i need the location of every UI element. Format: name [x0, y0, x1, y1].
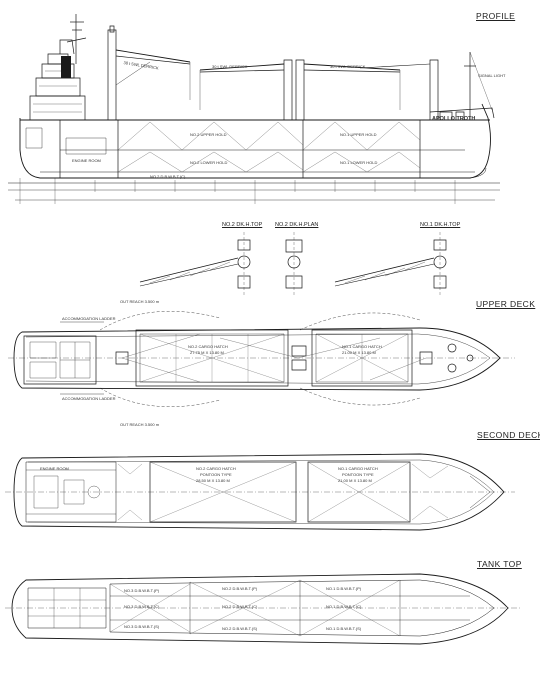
tank-label-1: NO.3 D.B.W.B.T.(P) [124, 588, 160, 593]
derrick-detail-views [140, 232, 446, 296]
outreach-stbd-label: OUT REACH 3.500 m [120, 422, 160, 427]
tank-label-5: NO.2 D.B.W.B.T.(C) [222, 604, 258, 609]
profile-title: PROFILE [476, 11, 516, 21]
upper-deck-plan [8, 311, 515, 407]
no1-lower-hold-label: NO.1 LOWER HOLD [340, 160, 378, 165]
outreach-port-label: OUT REACH 3.500 m [120, 299, 160, 304]
no2-upper-hold-label: NO.2 UPPER HOLD [190, 132, 227, 137]
second-deck-plan [5, 454, 515, 530]
no1-upper-hold-label: NO.1 UPPER HOLD [340, 132, 377, 137]
upper-hatch-2-label: NO.2 CARGO HATCH [188, 344, 228, 349]
second-hatch-1-label: NO.1 CARGO HATCH [338, 466, 378, 471]
tank-label-9: NO.1 D.B.W.B.T.(S) [326, 626, 362, 631]
tank-label-3: NO.1 D.B.W.B.T.(P) [326, 586, 362, 591]
upper-hatch-1-dim: 21.00 M X 13.80 M [342, 350, 376, 355]
no2-derrick-top-label: NO.2 DK.H.TOP [222, 222, 263, 228]
tank-label-2: NO.2 D.B.W.B.T.(P) [222, 586, 258, 591]
engine-room-label: ENGINE ROOM [72, 158, 101, 163]
no2-lower-hold-label: NO.2 LOWER HOLD [190, 160, 228, 165]
no1-derrick-top-label: NO.1 DK.H.TOP [420, 222, 461, 228]
tank-label-7: NO.3 D.B.W.B.T.(S) [124, 624, 160, 629]
second-engine-room-label: ENGINE ROOM [40, 466, 69, 471]
second-hatch-1-dim: 21.00 M X 13.80 M [338, 478, 372, 483]
second-hatch-1-type: PONTOON TYPE [342, 472, 374, 477]
db-tank-label: NO.2 D.B.W.B.T.(C) [150, 174, 186, 179]
tank-label-6: NO.1 D.B.W.B.T.(C) [326, 604, 362, 609]
second-hatch-2-type: PONTOON TYPE [200, 472, 232, 477]
tank-label-8: NO.2 D.B.W.B.T.(S) [222, 626, 258, 631]
profile-view [8, 14, 500, 204]
upper-hatch-2-dim: 27.75 M X 13.80 M [190, 350, 224, 355]
crane-3-label: 30 t SWL DERRICK [330, 64, 366, 69]
upper-deck-title: UPPER DECK [476, 299, 536, 309]
upper-hatch-1-label: NO.1 CARGO HATCH [342, 344, 382, 349]
tank-label-4: NO.3 D.B.W.B.T.(C) [124, 604, 160, 609]
tank-top-plan [5, 574, 520, 644]
accommodation-ladder-stbd-label: ACCOMMODATION LADDER [62, 396, 116, 401]
ship-name-label: APOLLO TROTH [432, 116, 476, 122]
no2-derrick-plan-label: NO.2 DK.H.PLAN [275, 222, 319, 228]
tank-top-title: TANK TOP [477, 559, 522, 569]
accommodation-ladder-port-label: ACCOMMODATION LADDER [62, 316, 116, 321]
second-deck-title: SECOND DECK [477, 430, 540, 440]
second-hatch-2-dim: 28.50 M X 13.80 M [196, 478, 230, 483]
second-hatch-2-label: NO.2 CARGO HATCH [196, 466, 236, 471]
signal-light-label: SIGNAL LIGHT [478, 73, 506, 78]
crane-2-label: 30 t SWL DERRICK [212, 64, 248, 69]
